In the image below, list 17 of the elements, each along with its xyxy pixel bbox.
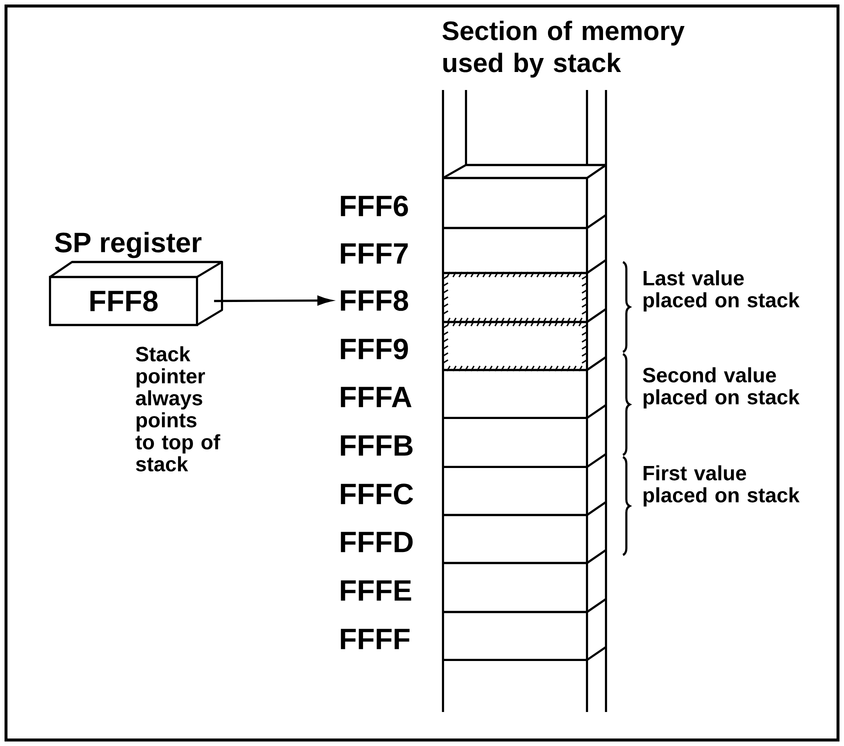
address-label: FFFD [340, 532, 413, 552]
register-box: FFF8 [48, 276, 198, 326]
address-label: FFF9 [340, 338, 408, 360]
address-label: FFFE [340, 580, 412, 601]
address-label: FFFA [340, 386, 412, 408]
brace-label: Last value placed on stack [644, 270, 800, 312]
brace-label: Second value placed on stack [642, 367, 800, 409]
address-label: FFF6 [340, 196, 408, 216]
heading: SP register [54, 232, 202, 258]
address-label: FFFF [340, 628, 410, 650]
address-label: FFFB [340, 435, 413, 456]
address-label: FFFC [340, 484, 414, 504]
title: Section of memory used by stack [442, 20, 685, 78]
address-label: FFF7 [340, 243, 408, 264]
address-label: FFF8 [340, 290, 408, 311]
note: Stack pointer always points to top of stack [136, 346, 220, 472]
brace-label: First value placed on stack [644, 465, 800, 507]
